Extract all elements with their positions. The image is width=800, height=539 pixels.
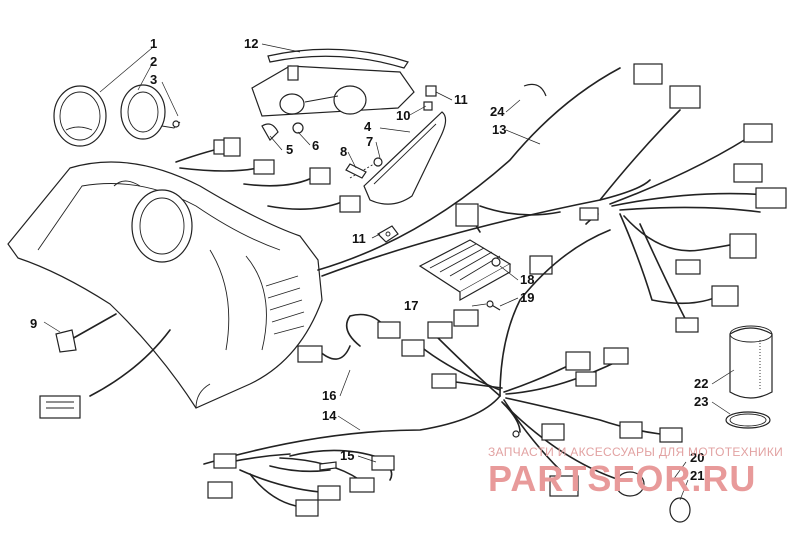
connector-m — [675, 317, 699, 333]
bulb — [292, 122, 304, 134]
callout-2: 2 — [150, 54, 157, 69]
connector-o — [579, 207, 599, 221]
callout-7: 7 — [366, 134, 373, 149]
callout-18: 18 — [520, 272, 534, 287]
connector-f — [669, 85, 701, 109]
sleeve — [729, 327, 773, 399]
connector-9b — [39, 395, 81, 419]
watermark-brand: PARTSFOR.RU — [488, 458, 756, 499]
callout-11-bottom: 11 — [352, 231, 366, 246]
watermark-tagline: ЗАПЧАСТИ И АКСЕССУАРЫ ДЛЯ МОТОТЕХНИКИ — [488, 445, 783, 459]
connector-h — [733, 163, 763, 183]
connector-b — [253, 159, 275, 175]
connector-16 — [297, 345, 323, 363]
voltage-regulator — [418, 239, 553, 311]
connector-p — [529, 255, 553, 275]
connector-g — [743, 123, 773, 143]
callout-5: 5 — [286, 142, 293, 157]
headlight-lens — [53, 85, 107, 147]
spring — [345, 163, 367, 179]
connector-x — [541, 423, 565, 441]
callout-9: 9 — [30, 316, 37, 331]
ring — [725, 411, 771, 429]
connector-c — [309, 167, 331, 185]
main-harness-lower — [39, 229, 691, 523]
connector-w — [603, 347, 629, 365]
connector-y — [619, 421, 643, 439]
callout-12: 12 — [244, 36, 258, 51]
connector-ad — [295, 499, 319, 517]
callout-6: 6 — [312, 138, 319, 153]
connector-s — [401, 339, 425, 357]
callout-4: 4 — [364, 119, 372, 134]
connector-z — [659, 427, 683, 443]
cable-tie-9 — [69, 313, 117, 341]
callout-13: 13 — [492, 122, 506, 137]
light-housing — [251, 65, 415, 117]
connector-i — [755, 187, 787, 209]
callout-3: 3 — [150, 72, 157, 87]
callout-15: 15 — [340, 448, 354, 463]
connector-v — [565, 351, 591, 371]
callout-20: 20 — [690, 450, 704, 465]
callout-22: 22 — [694, 376, 708, 391]
callout-numbers: 1 2 3 4 5 6 7 8 9 10 11 11 12 13 14 15 1… — [30, 36, 708, 483]
connector-k — [711, 285, 739, 307]
callout-21: 21 — [690, 468, 704, 483]
callout-1: 1 — [150, 36, 157, 51]
clip-bottom — [377, 225, 399, 243]
instrument-pod — [349, 85, 447, 243]
connector-j — [729, 233, 757, 259]
callout-17: 17 — [404, 298, 418, 313]
connector-l — [675, 259, 701, 275]
connector-aa — [549, 475, 579, 497]
windscreen-trim — [267, 48, 409, 69]
clip-top — [425, 85, 437, 97]
callout-14: 14 — [322, 408, 337, 423]
switch-nut — [669, 497, 691, 523]
ignition-switch — [615, 471, 645, 497]
screw — [373, 157, 383, 167]
clamp-24 — [523, 83, 547, 97]
callout-16: 16 — [322, 388, 336, 403]
watermark: ЗАПЧАСТИ И АКСЕССУАРЫ ДЛЯ МОТОТЕХНИКИ PA… — [488, 445, 783, 499]
connector-d — [339, 195, 361, 213]
connector-t — [453, 309, 479, 327]
callout-19: 19 — [520, 290, 534, 305]
callout-23: 23 — [694, 394, 708, 409]
connector-q — [377, 321, 401, 339]
connector-e — [633, 63, 663, 85]
connector-r — [427, 321, 453, 339]
main-harness-upper — [317, 63, 787, 333]
callout-11-top: 11 — [454, 92, 468, 107]
headlight-assembly — [53, 84, 181, 147]
sleeve-and-ring — [725, 325, 773, 429]
front-fairing — [7, 161, 323, 409]
callout-8: 8 — [340, 144, 347, 159]
gauge-opening — [131, 189, 193, 263]
callout-24: 24 — [490, 104, 505, 119]
callout-10: 10 — [396, 108, 410, 123]
connector-ac — [207, 481, 233, 499]
fairing-body — [7, 161, 323, 409]
socket — [261, 123, 279, 141]
connector-ab — [213, 453, 237, 469]
connector-ae — [371, 455, 395, 471]
headlight-harness — [175, 137, 367, 213]
top-trim — [251, 48, 415, 141]
connector-n — [455, 203, 479, 227]
connector-u — [431, 373, 457, 389]
leader-lines — [43, 43, 735, 501]
